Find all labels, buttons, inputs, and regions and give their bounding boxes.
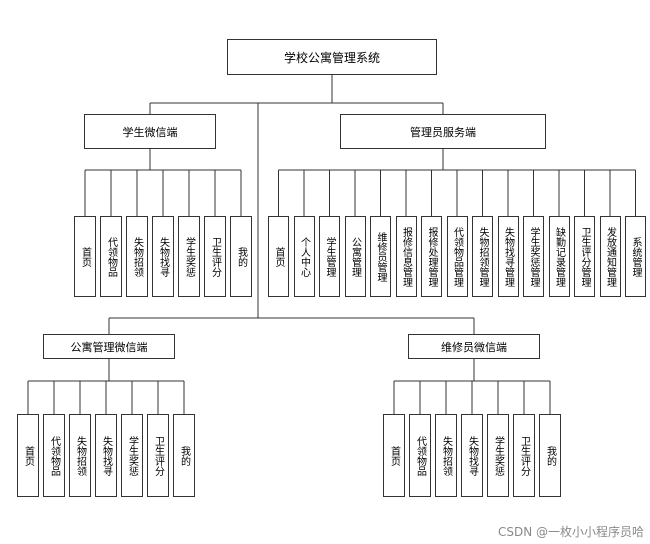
root-node: 学校公寓管理系统 (227, 39, 437, 75)
admin-item-8: 失物招领管理 (472, 216, 493, 297)
root-label: 学校公寓管理系统 (283, 50, 380, 65)
admin-item-7: 代领物品管理 (446, 216, 468, 297)
repair-item-1: 代领物品 (409, 414, 431, 497)
admin-item-13: 发放通知管理 (599, 216, 621, 297)
repair-item-4: 学生奖惩 (487, 414, 509, 497)
student-item-5: 卫生评分 (204, 216, 226, 297)
admin-item-3: 公寓管理 (344, 216, 366, 297)
admin-item-6: 报修处理管理 (421, 216, 442, 297)
admin-item-9: 失物找寻管理 (497, 216, 519, 297)
apartment-item-5: 卫生评分 (147, 414, 169, 497)
group-student-label: 学生微信端 (122, 125, 178, 139)
admin-item-0: 首页 (268, 216, 289, 297)
student-item-2: 失物招领 (126, 216, 148, 297)
repair-item-2: 失物招领 (435, 414, 457, 497)
admin-item-4: 维修员管理 (370, 216, 391, 297)
apartment-item-4: 学生奖惩 (121, 414, 143, 497)
repair-item-6: 我的 (539, 414, 561, 497)
group-admin-label: 管理员服务端 (410, 125, 476, 139)
student-item-3: 失物找寻 (152, 216, 174, 297)
admin-item-1: 个人中心 (293, 216, 315, 297)
group-admin-node: 管理员服务端 (340, 114, 546, 149)
student-item-1: 代领物品 (100, 216, 122, 297)
apartment-item-2: 失物招领 (69, 414, 91, 497)
admin-item-11: 缺勤记录管理 (548, 216, 570, 297)
group-apartment-label: 公寓管理微信端 (70, 340, 148, 354)
apartment-item-6: 我的 (173, 414, 195, 497)
group-repair-node: 维修员微信端 (408, 334, 540, 359)
repair-item-0: 首页 (383, 414, 405, 497)
admin-item-10: 学生奖惩管理 (523, 216, 544, 297)
group-apartment-node: 公寓管理微信端 (43, 334, 175, 359)
watermark: CSDN @一枚小小程序员哈 (497, 525, 644, 539)
repair-item-3: 失物找寻 (461, 414, 483, 497)
apartment-item-0: 首页 (17, 414, 39, 497)
admin-item-2: 学生管理 (319, 216, 340, 297)
admin-item-12: 卫生评分管理 (574, 216, 595, 297)
group-repair-label: 维修员微信端 (441, 340, 507, 354)
admin-item-5: 报修信息管理 (395, 216, 417, 297)
apartment-item-1: 代领物品 (43, 414, 65, 497)
group-student-node: 学生微信端 (84, 114, 216, 149)
apartment-item-3: 失物找寻 (95, 414, 117, 497)
student-item-6: 我的 (230, 216, 252, 297)
repair-item-5: 卫生评分 (513, 414, 535, 497)
admin-item-14: 系统管理 (625, 216, 646, 297)
student-item-0: 首页 (74, 216, 96, 297)
student-item-4: 学生奖惩 (178, 216, 200, 297)
